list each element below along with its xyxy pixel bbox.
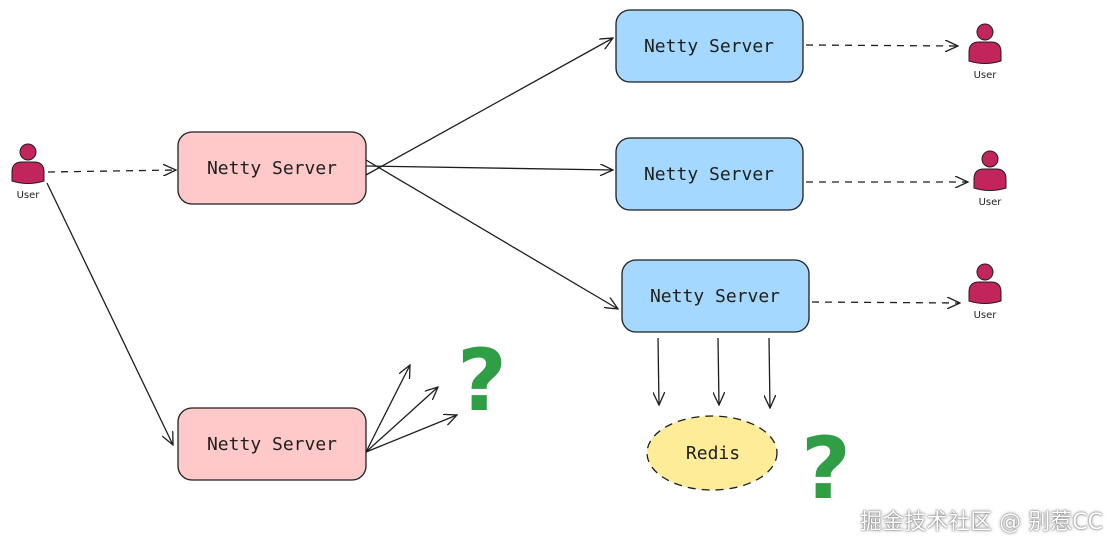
netty-server-right-top: Netty Server [615, 9, 804, 83]
netty-server-right-mid: Netty Server [615, 137, 804, 211]
watermark: 掘金技术社区 @ 别惹CC [860, 510, 1103, 535]
arrow-left-top-to-right-bottom [365, 159, 618, 309]
server-label: Netty Server [644, 164, 774, 185]
redis-node: Redis [646, 415, 778, 491]
user-label: User [974, 70, 998, 81]
server-label: Netty Server [650, 286, 780, 307]
arrow-left-bottom-up-2 [365, 387, 438, 453]
user-icon [973, 150, 1007, 191]
netty-server-left-top: Netty Server [177, 131, 367, 205]
netty-server-right-bottom: Netty Server [621, 259, 810, 333]
user-icon [11, 143, 45, 184]
user-mid-right: User [973, 150, 1007, 208]
user-left: User [11, 143, 45, 201]
server-label: Netty Server [207, 158, 337, 179]
dashed-arrow-right-bottom-to-user [811, 302, 960, 303]
arrow-user-to-left-bottom-server [46, 182, 173, 445]
dashed-arrow-right-top-to-user [805, 45, 958, 46]
server-label: Netty Server [644, 36, 774, 57]
user-icon [968, 23, 1002, 64]
user-icon [968, 263, 1002, 304]
user-label: User [17, 190, 41, 201]
redis-label: Redis [686, 443, 740, 464]
user-top-right: User [968, 23, 1002, 81]
arrow-server-to-redis-2 [718, 337, 719, 405]
arrow-server-to-redis-1 [658, 337, 659, 405]
question-mark-right: ? [801, 419, 851, 519]
user-bottom-right: User [968, 263, 1002, 321]
arrow-left-top-to-right-top [365, 38, 613, 176]
arrow-left-top-to-right-mid [365, 166, 613, 170]
user-label: User [974, 310, 998, 321]
server-label: Netty Server [207, 434, 337, 455]
arrow-left-bottom-up-3 [365, 415, 457, 453]
arrow-server-to-redis-3 [769, 337, 770, 408]
arrow-left-bottom-up-1 [365, 365, 410, 453]
user-label: User [979, 197, 1003, 208]
netty-server-left-bottom: Netty Server [177, 407, 367, 481]
dashed-arrow-user-to-left-top-server [47, 170, 176, 172]
question-mark-left: ? [457, 331, 507, 431]
